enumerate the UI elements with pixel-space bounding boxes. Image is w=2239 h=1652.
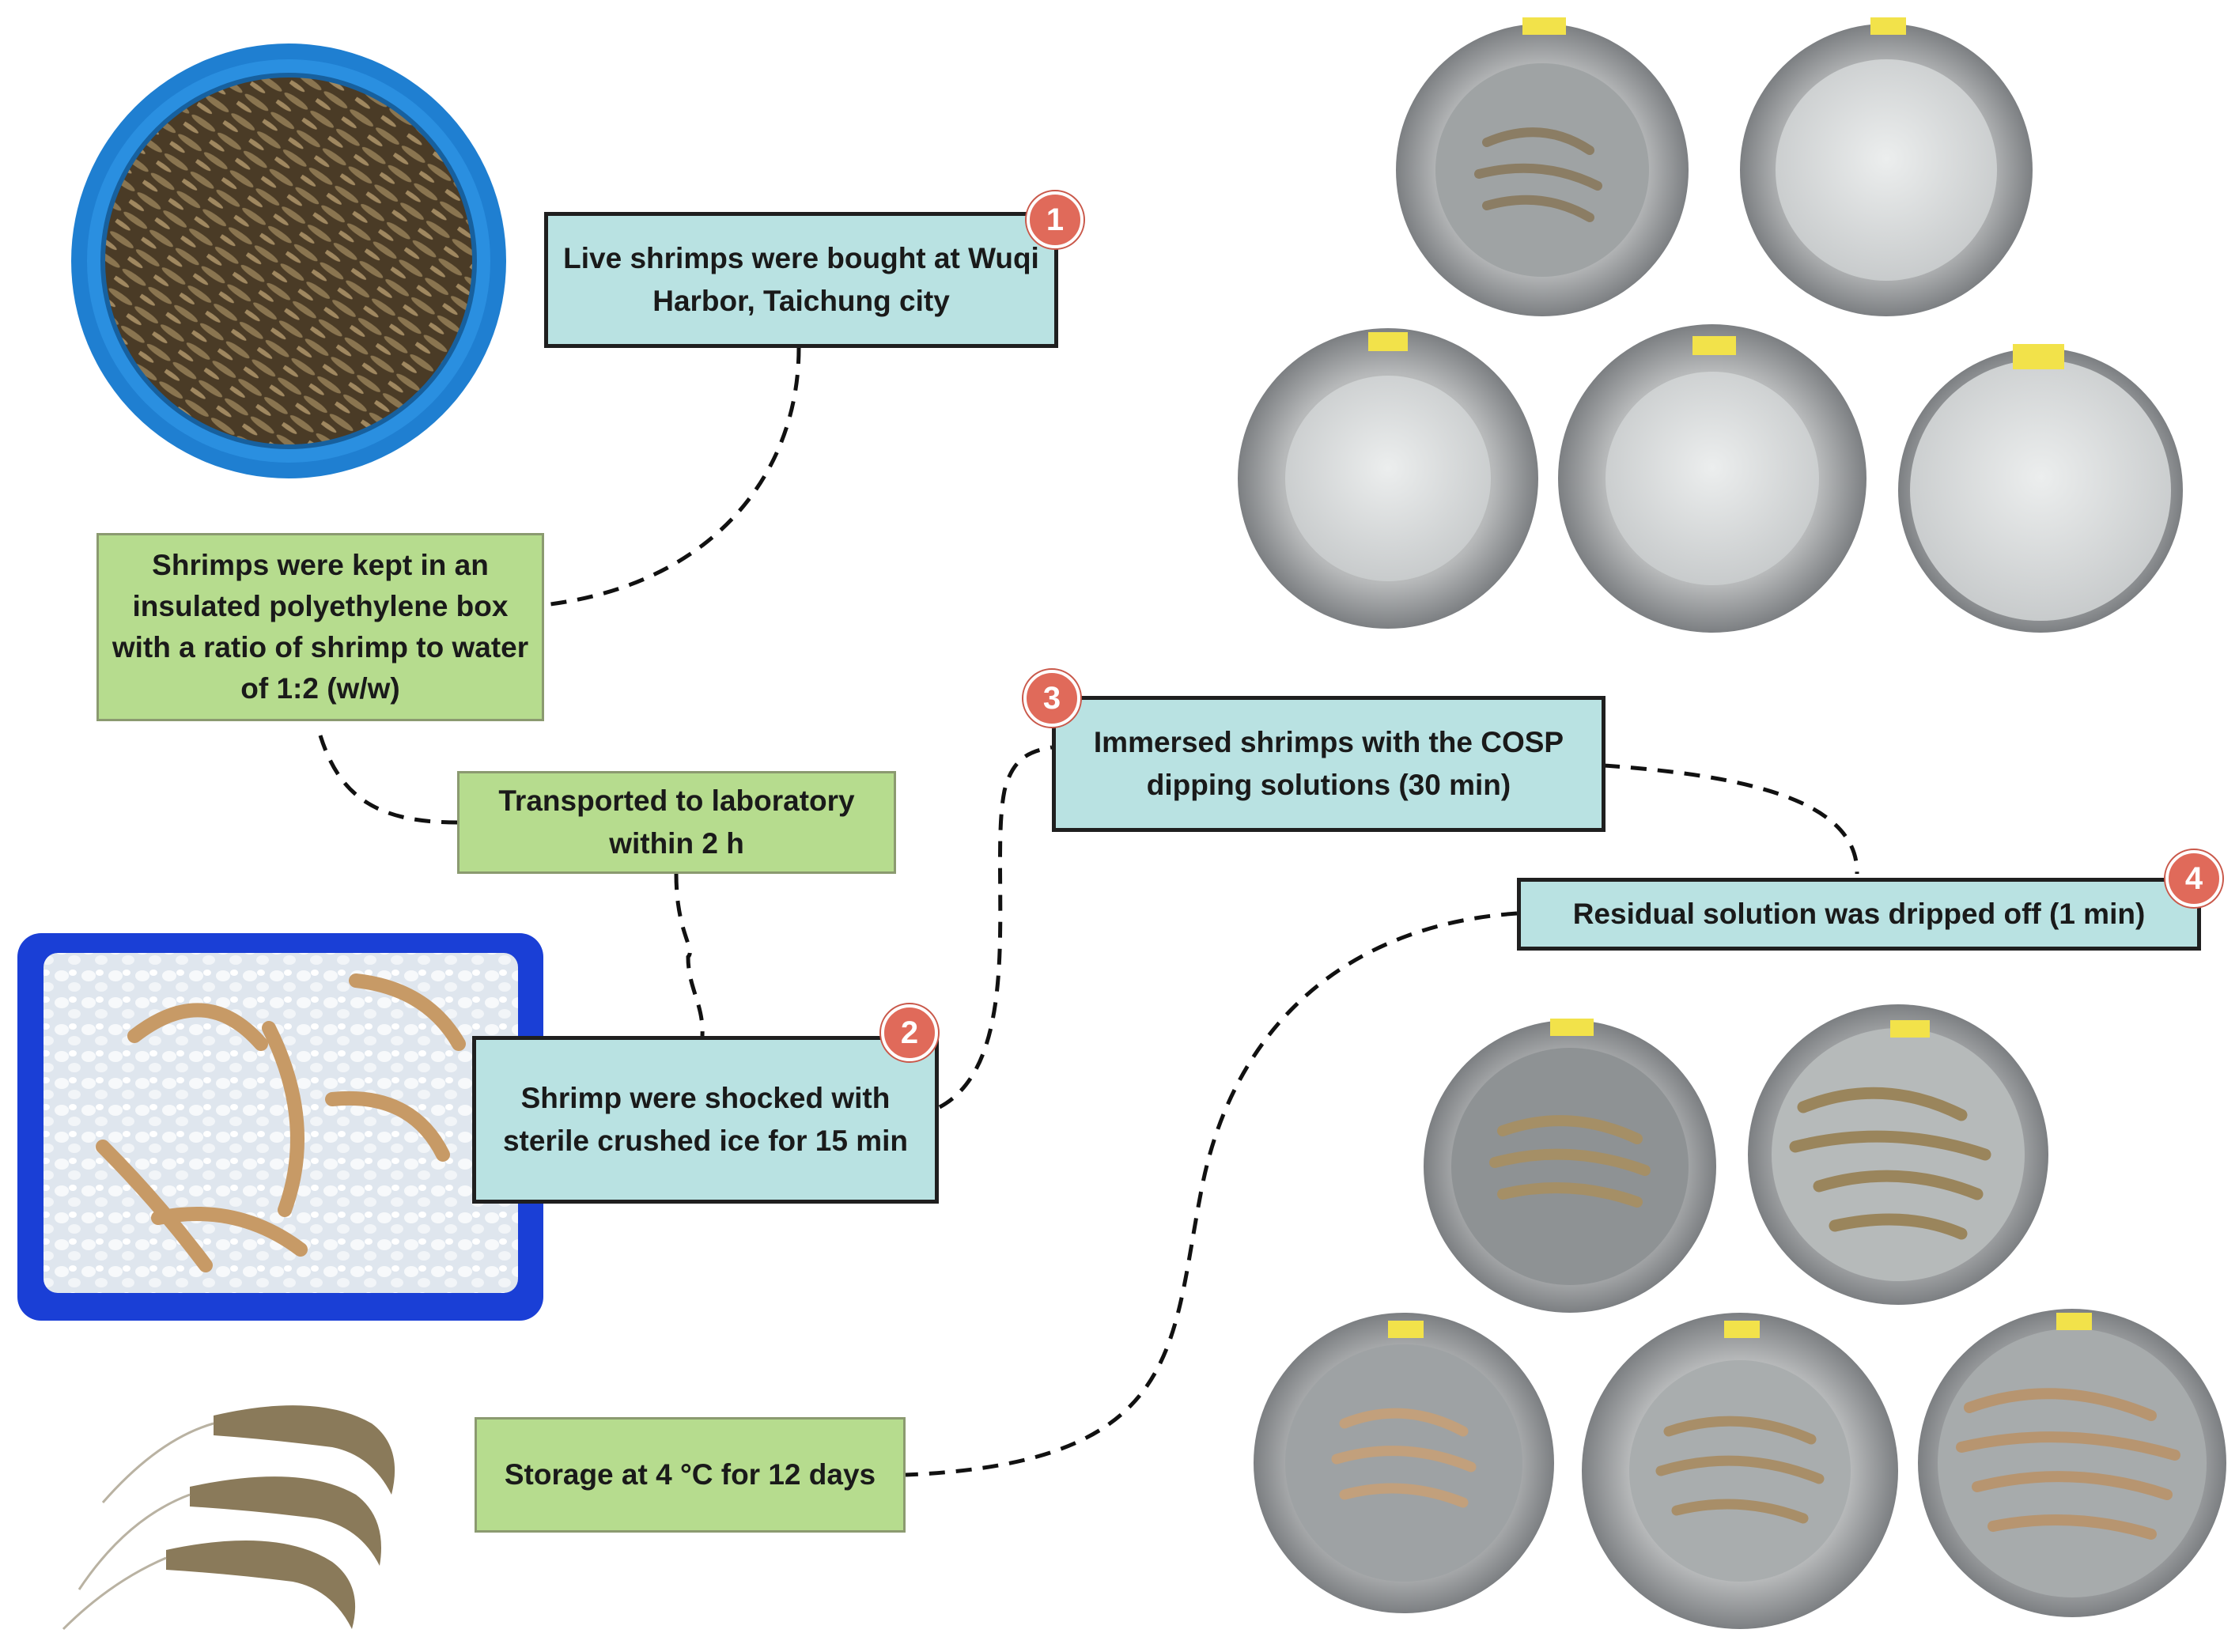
dipping-bowl xyxy=(1396,17,1689,316)
dipping-bowl xyxy=(1740,17,2033,316)
step-2-box: Shrimp were shocked with sterile crushed… xyxy=(472,1036,939,1204)
connector-1c-to-2 xyxy=(674,873,705,1037)
step-1b-box: Shrimps were kept in an insulated polyet… xyxy=(96,533,544,721)
shrimp-bowl xyxy=(1254,1313,1554,1613)
whole-shrimps-photo xyxy=(62,1405,395,1631)
step-1-text: Live shrimps were bought at Wuqi Harbor,… xyxy=(563,242,1039,317)
shrimp-bowl xyxy=(1582,1313,1898,1629)
step-1c-text: Transported to laboratory within 2 h xyxy=(498,784,855,860)
step-5-box: Storage at 4 °C for 12 days xyxy=(475,1417,906,1533)
step-5-text: Storage at 4 °C for 12 days xyxy=(504,1458,876,1491)
step-4-box: Residual solution was dripped off (1 min… xyxy=(1517,878,2201,951)
dipping-bowls-photo xyxy=(1238,17,2183,633)
shrimp-bowl xyxy=(1424,1019,1716,1313)
connector-1-to-1b xyxy=(543,347,801,607)
live-shrimp-tub-photo xyxy=(71,43,506,478)
ice-tray-photo xyxy=(17,933,543,1321)
drained-shrimp-bowls-photo xyxy=(1254,1004,2226,1629)
shrimp-bowl xyxy=(1918,1309,2226,1617)
step-3-badge: 3 xyxy=(1023,670,1080,727)
step-2-badge: 2 xyxy=(881,1004,938,1061)
step-1-box: Live shrimps were bought at Wuqi Harbor,… xyxy=(544,212,1058,348)
step-2-text: Shrimp were shocked with sterile crushed… xyxy=(502,1082,909,1157)
step-3-text: Immersed shrimps with the COSP dipping s… xyxy=(1093,726,1564,801)
connector-3-to-4 xyxy=(1603,763,1859,875)
step-4-text: Residual solution was dripped off (1 min… xyxy=(1572,898,2146,931)
step-3-box: Immersed shrimps with the COSP dipping s… xyxy=(1052,696,1605,832)
step-1-badge: 1 xyxy=(1027,191,1084,248)
dipping-bowl xyxy=(1898,344,2183,633)
shrimp-bowl xyxy=(1748,1004,2048,1305)
step-4-badge: 4 xyxy=(2165,850,2222,907)
connectors xyxy=(318,347,1859,1477)
connector-1b-to-1c xyxy=(318,735,458,825)
dipping-bowl xyxy=(1558,324,1866,633)
connector-2-to-3 xyxy=(938,745,1053,1110)
dipping-bowl xyxy=(1238,328,1538,629)
step-1b-text: Shrimps were kept in an insulated polyet… xyxy=(112,549,529,705)
step-1c-box: Transported to laboratory within 2 h xyxy=(457,771,896,874)
connector-4-to-5 xyxy=(905,911,1518,1477)
